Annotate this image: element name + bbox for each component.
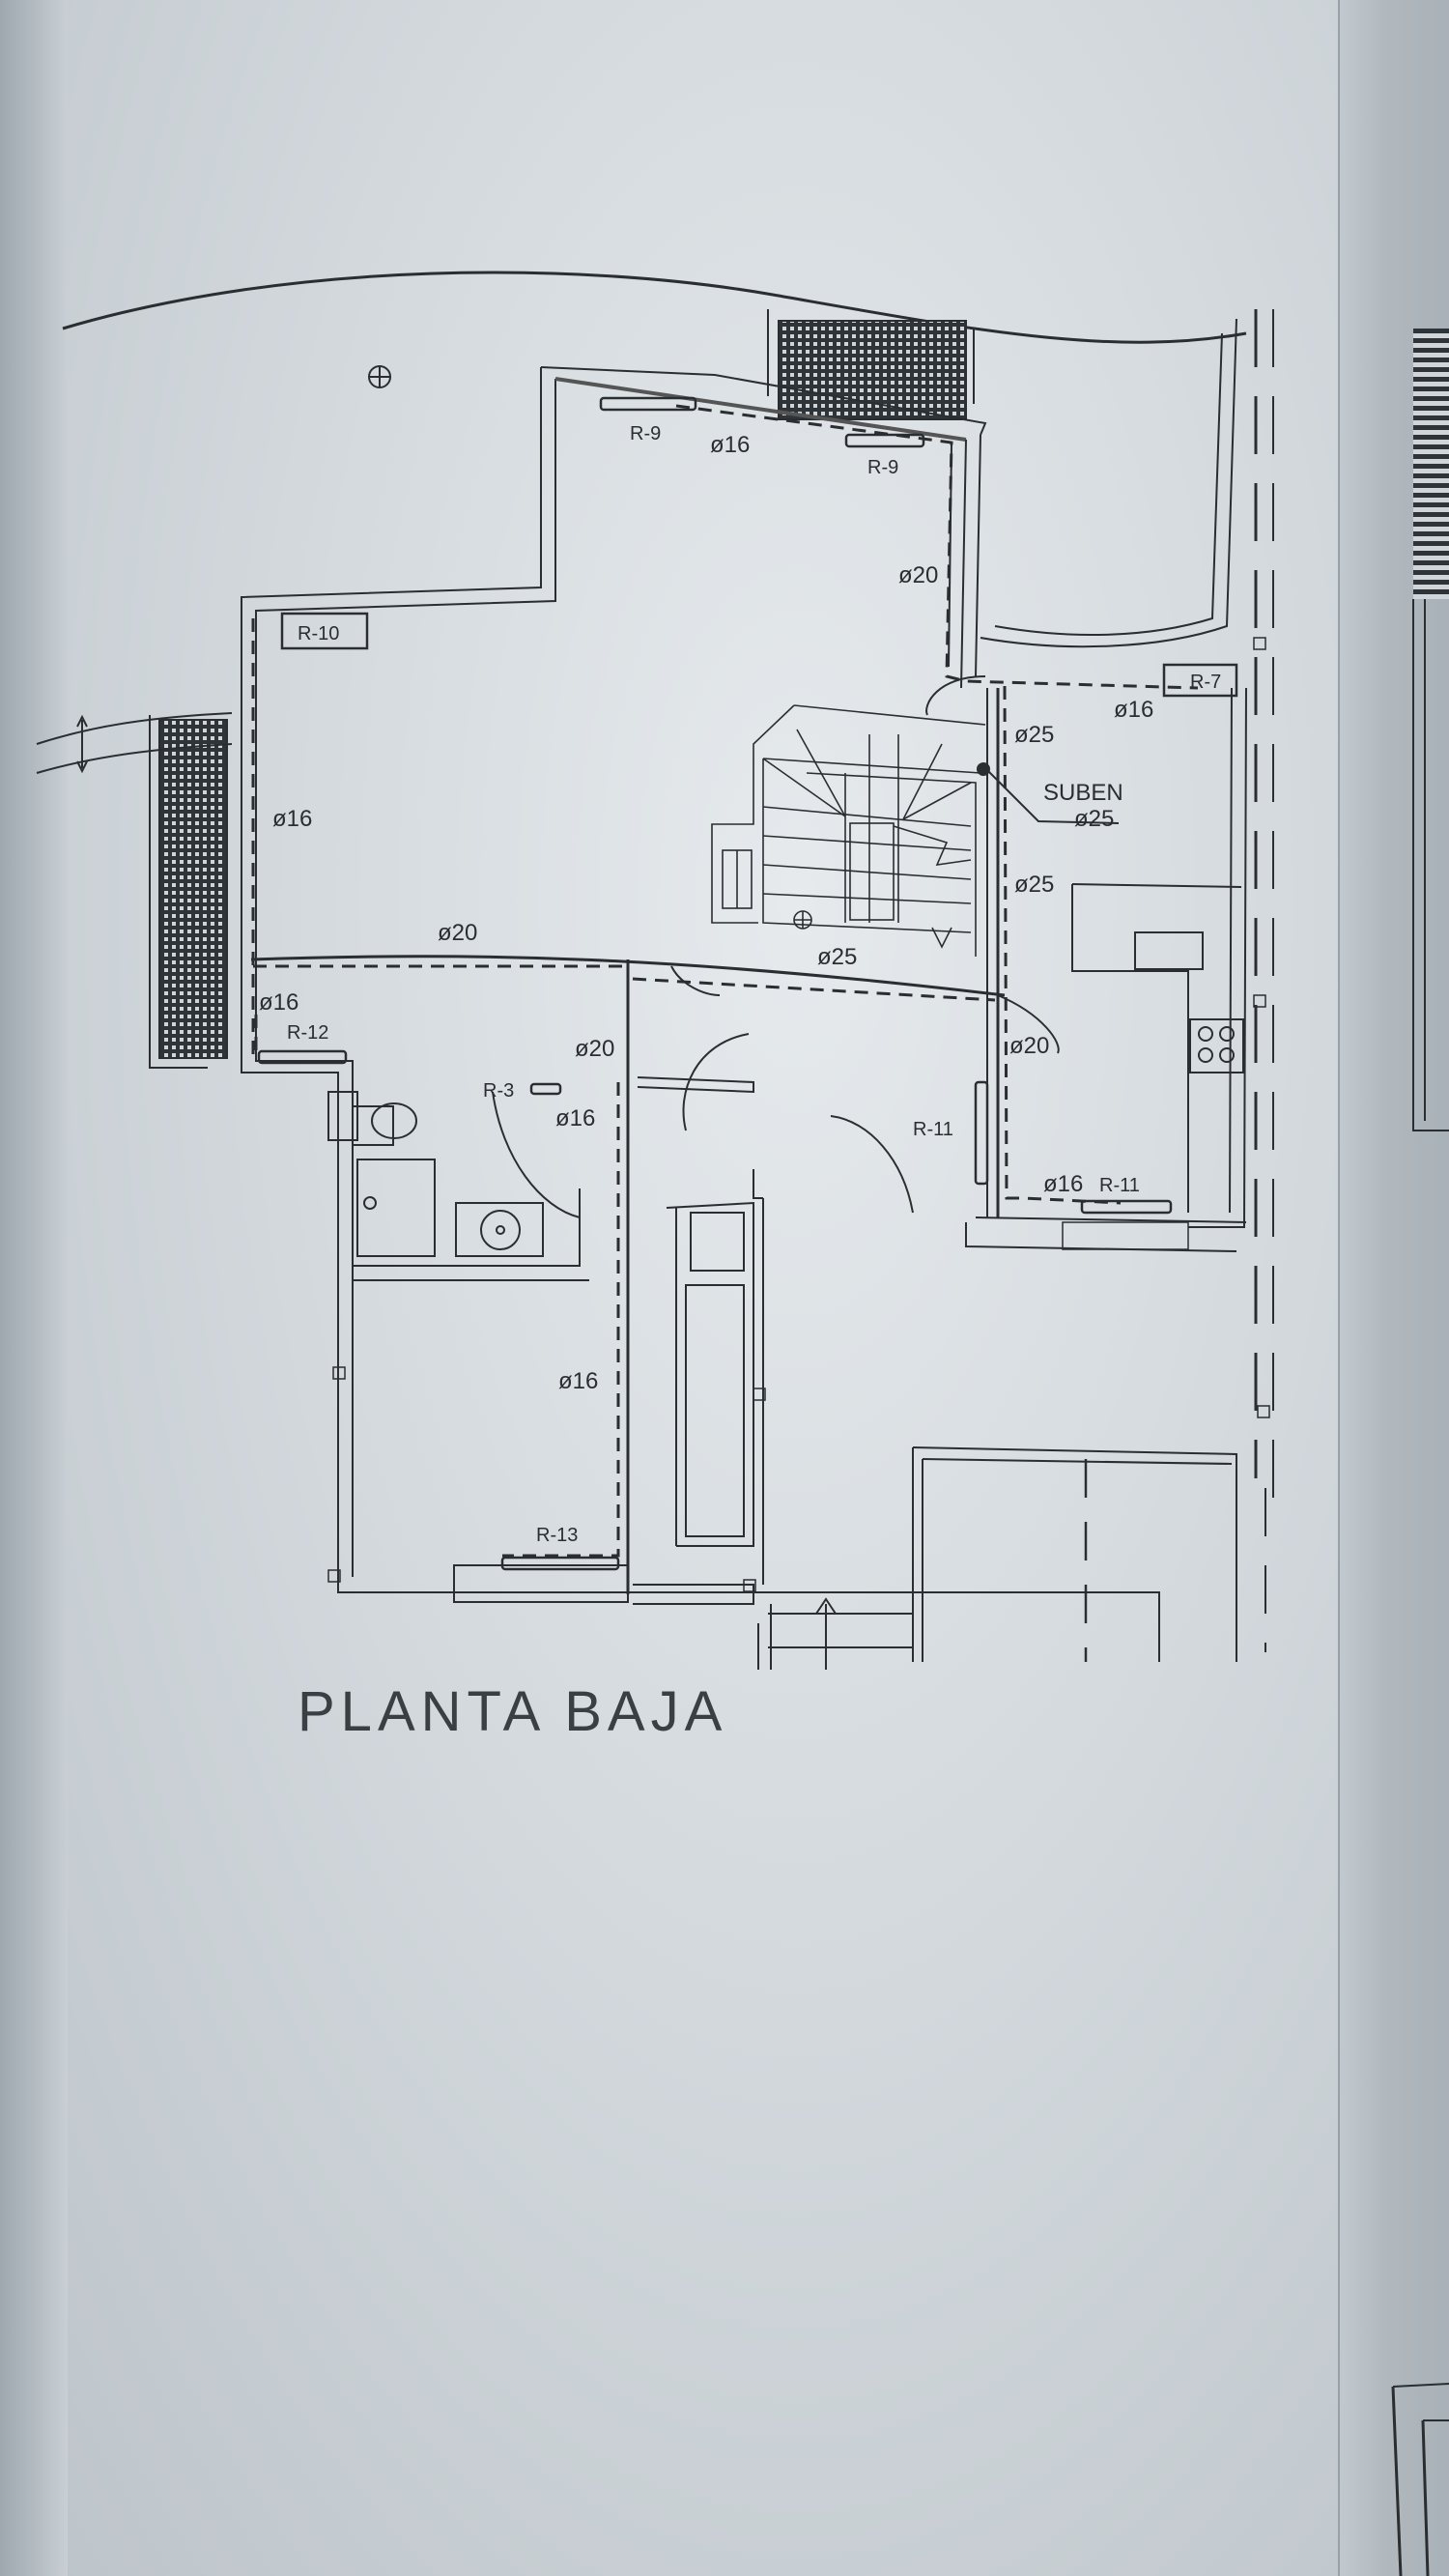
radiator-r13 [500,1556,620,1571]
pipe-label: ø20 [438,920,477,946]
radiator-label-r3: R-3 [483,1080,514,1102]
bathroom-fixtures [327,1091,544,1257]
radiator-label-r9-left: R-9 [630,423,661,444]
pipe-label: ø16 [272,806,312,832]
pipe-label: ø16 [555,1105,595,1131]
radiator-r11-kitchen [1080,1199,1173,1215]
radiator-r9-right [844,433,925,448]
pipe-label: ø16 [1043,1171,1083,1197]
pipe-label: ø16 [259,989,298,1016]
pipe-label: ø25 [817,944,857,970]
radiator-r11-hall [974,1080,989,1186]
staircase [711,704,986,957]
radiator-label-r9-right: R-9 [867,457,898,478]
radiator-r12 [257,1049,348,1065]
pipe-label: ø16 [558,1368,598,1394]
radiator-r3 [529,1082,562,1096]
radiator-label-r11-hall: R-11 [913,1119,953,1140]
planter-left [158,719,228,1059]
cooktop-icon [1189,1018,1244,1073]
heating-pipes [251,404,1199,1558]
pipe-label: ø20 [898,562,938,588]
pipe-label: ø16 [1114,697,1153,723]
radiators [257,396,1238,1571]
pipe-label: ø25 [1014,722,1054,748]
radiator-label-r7: R-7 [1190,672,1221,693]
planter-top [778,320,967,420]
pipe-label: ø20 [575,1036,614,1062]
pipe-label: ø25 [1074,806,1114,832]
pipe-label: ø16 [710,432,750,458]
radiator-r10 [280,612,369,650]
radiator-r7 [1162,663,1238,698]
radiator-label-r12: R-12 [287,1022,328,1044]
target-symbol-icon [368,365,391,388]
sheet-left-edge [0,0,68,2576]
site-boundary-curve [62,271,1247,344]
radiator-r9-left [599,396,697,412]
pipe-label: ø25 [1014,872,1054,898]
pipe-label: ø20 [1009,1033,1049,1059]
radiator-label-r10: R-10 [298,623,339,644]
radiator-label-r13: R-13 [536,1525,578,1546]
suben-label: SUBEN [1043,780,1123,806]
radiator-label-r11-kitchen: R-11 [1099,1175,1140,1196]
plan-title: PLANTA BAJA [298,1680,728,1743]
